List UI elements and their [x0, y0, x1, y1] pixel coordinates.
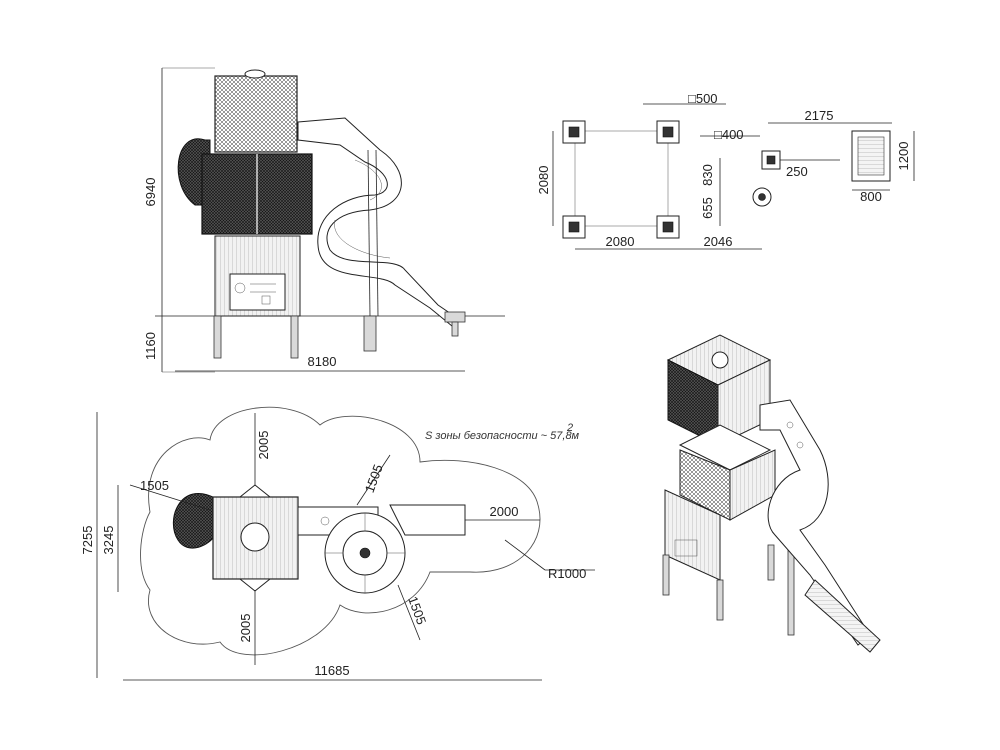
top-cube: [214, 75, 298, 153]
safety-zone-outline: [140, 406, 541, 656]
clearance-slide-top-label: 1505: [362, 462, 386, 494]
round-post: [752, 187, 772, 207]
pad-square-small-label: □400: [714, 127, 744, 142]
zone-area-superscript: 2: [566, 422, 573, 434]
safety-zone-plan: 7255 3245 11685 2005 2005 1505 1505 1505…: [80, 406, 595, 681]
slide-end-offset-label: 2175: [805, 108, 834, 123]
isometric-view: [662, 334, 881, 653]
deck-hatch: [240, 522, 270, 552]
height-total-label: 6940: [143, 178, 158, 207]
slide-exit-clearance-label: 2000: [490, 504, 519, 519]
post-spacing-y-label: 2080: [536, 166, 551, 195]
small-pad-size-label: 250: [786, 164, 808, 179]
slide-offset-label: 2046: [704, 234, 733, 249]
foundation-plan: □500 □400 2175 2080 2080 2046 830 655 25…: [536, 91, 915, 250]
iso-slide: [759, 399, 871, 646]
plan-slide-exit: [389, 504, 466, 536]
clearance-bottom-label: 2005: [238, 614, 253, 643]
post-spacing-x-label: 2080: [606, 234, 635, 249]
foundation-pad: [656, 120, 680, 144]
plan-net-tunnel: [172, 492, 216, 549]
total-width-label: 11685: [314, 663, 349, 678]
clearance-slide-bottom-label: 1505: [405, 594, 429, 626]
post-offset-2-label: 655: [700, 197, 715, 219]
post-offset-1-label: 830: [700, 164, 715, 186]
width-total-label: 8180: [308, 354, 337, 369]
foundation-depth-label: 1160: [143, 332, 158, 360]
clearance-top-label: 2005: [256, 431, 271, 460]
slide-exit-width-label: 800: [860, 189, 882, 204]
structure-depth-label: 3245: [101, 526, 116, 555]
zone-area-label: S зоны безопасности ~ 57,8м: [425, 430, 580, 442]
corner-radius-label: R1000: [548, 566, 586, 581]
foundation-pad: [562, 120, 586, 144]
total-depth-label: 7255: [80, 526, 95, 555]
pad-square-large-label: □500: [688, 91, 718, 106]
spiral-slide: [297, 117, 461, 327]
foundation-pad-small: [761, 150, 781, 170]
front-view: 6940 1160 8180: [143, 67, 505, 373]
slide-exit-length-label: 1200: [896, 142, 911, 171]
foundation-pad: [562, 215, 586, 239]
foundation-pad: [656, 215, 680, 239]
clearance-left-label: 1505: [140, 478, 169, 493]
